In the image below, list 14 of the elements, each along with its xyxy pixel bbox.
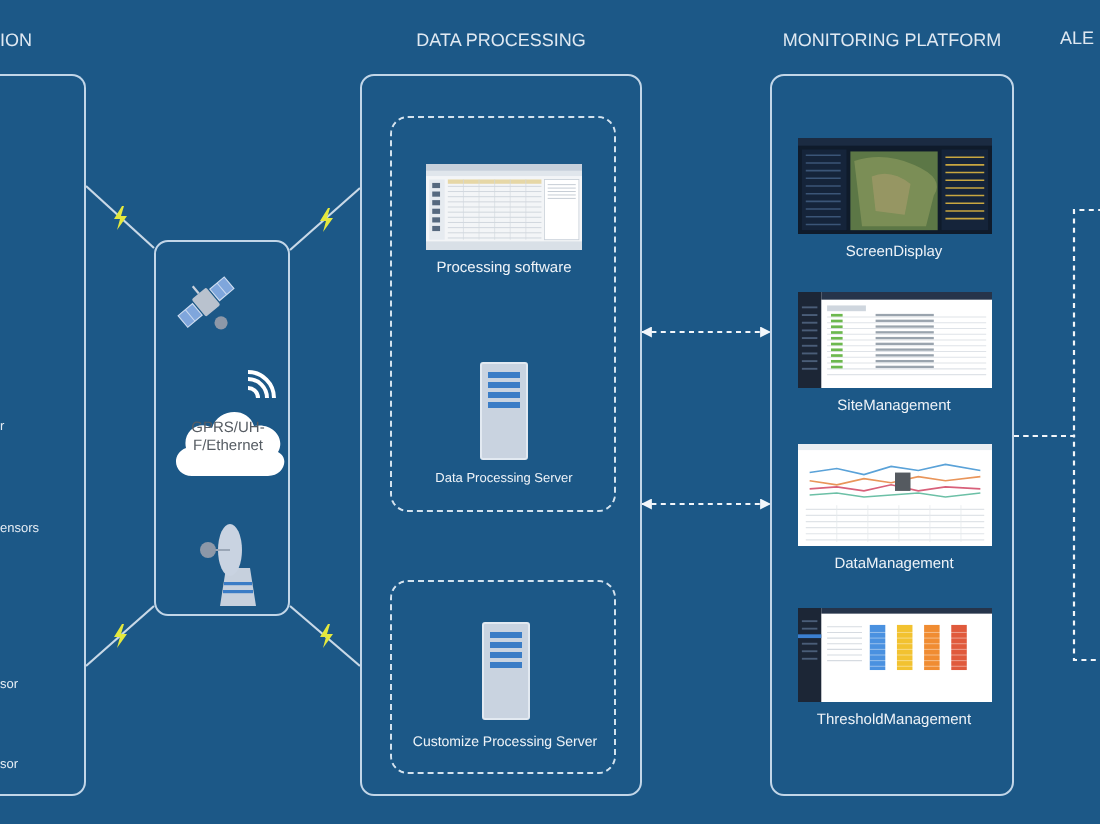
dashed-group-box bbox=[390, 116, 616, 512]
dashed-line bbox=[1014, 434, 1100, 662]
panel bbox=[154, 240, 290, 616]
panel-heading: DATA PROCESSING bbox=[416, 30, 586, 52]
connector-line bbox=[85, 185, 155, 249]
panel-heading: ION bbox=[0, 30, 33, 52]
connector-line bbox=[289, 605, 361, 667]
connector-line bbox=[289, 187, 361, 251]
dashed-group-box bbox=[390, 580, 616, 774]
dashed-arrow bbox=[640, 326, 772, 338]
dashed-arrow bbox=[640, 498, 772, 510]
panel-heading: MONITORING PLATFORM bbox=[782, 30, 1002, 52]
connector-line bbox=[85, 605, 155, 667]
section-heading: ALE bbox=[1060, 28, 1095, 50]
